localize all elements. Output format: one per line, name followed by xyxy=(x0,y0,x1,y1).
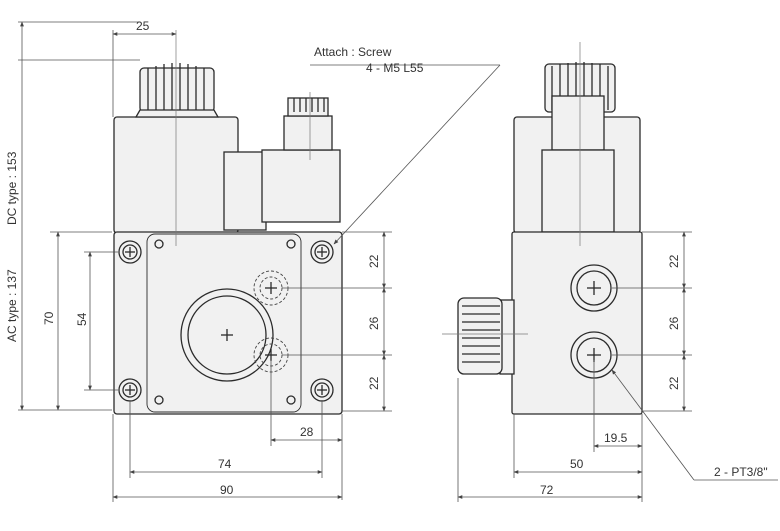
valve-block xyxy=(113,231,343,415)
knob-collar xyxy=(134,109,220,118)
dim-top-offset: 25 xyxy=(136,19,150,33)
side-valve-block xyxy=(511,231,643,415)
dim-inner-height: 54 xyxy=(75,312,89,326)
side-dim-overall-width: 72 xyxy=(540,483,554,497)
front-view xyxy=(113,30,343,415)
side-adjuster-knob xyxy=(457,297,503,375)
connector-base xyxy=(223,151,267,231)
side-dim-right-top: 22 xyxy=(667,254,681,268)
dim-port-offset: 28 xyxy=(300,425,314,439)
dim-hole-pitch: 74 xyxy=(218,457,232,471)
dim-height: 70 xyxy=(42,311,56,325)
mounting-screw-top-left xyxy=(118,240,142,264)
knurled-knob xyxy=(139,67,215,113)
side-dimensions xyxy=(457,231,778,502)
port-spec-label: 2 - PT3/8" xyxy=(714,465,768,479)
ac-type-label: AC type : 137 xyxy=(5,269,19,342)
rivet-bottom-right xyxy=(286,395,296,405)
dim-right-top: 22 xyxy=(367,254,381,268)
dim-right-bottom: 22 xyxy=(367,376,381,390)
side-dim-port-offset: 19.5 xyxy=(604,431,628,445)
side-connector-body xyxy=(541,149,615,233)
mounting-screw-top-right xyxy=(310,240,334,264)
side-view xyxy=(442,42,643,415)
screw-spec-label: 4 - M5 L55 xyxy=(366,61,424,75)
rivet-top-right xyxy=(286,239,296,249)
dim-width: 90 xyxy=(220,483,234,497)
adjuster-bore xyxy=(180,288,274,382)
dim-right-mid: 26 xyxy=(367,316,381,330)
side-dim-right-bottom: 22 xyxy=(667,376,681,390)
side-adjuster-ridges xyxy=(462,305,500,363)
dc-type-label: DC type : 153 xyxy=(5,151,19,225)
side-dim-right-mid: 26 xyxy=(667,316,681,330)
knob-ridges xyxy=(147,63,205,110)
gland-ridges xyxy=(293,98,325,112)
rivet-bottom-left xyxy=(154,395,164,405)
side-dim-block-width: 50 xyxy=(570,457,584,471)
mounting-screw-bottom-left xyxy=(118,378,142,402)
block-inner-outline xyxy=(146,233,302,413)
front-dimensions xyxy=(18,21,501,502)
rivet-top-left xyxy=(154,239,164,249)
side-connector-cap xyxy=(551,95,605,151)
connector-cap xyxy=(283,115,333,151)
attach-screw-label: Attach : Screw xyxy=(314,45,392,59)
connector-body xyxy=(261,149,341,223)
